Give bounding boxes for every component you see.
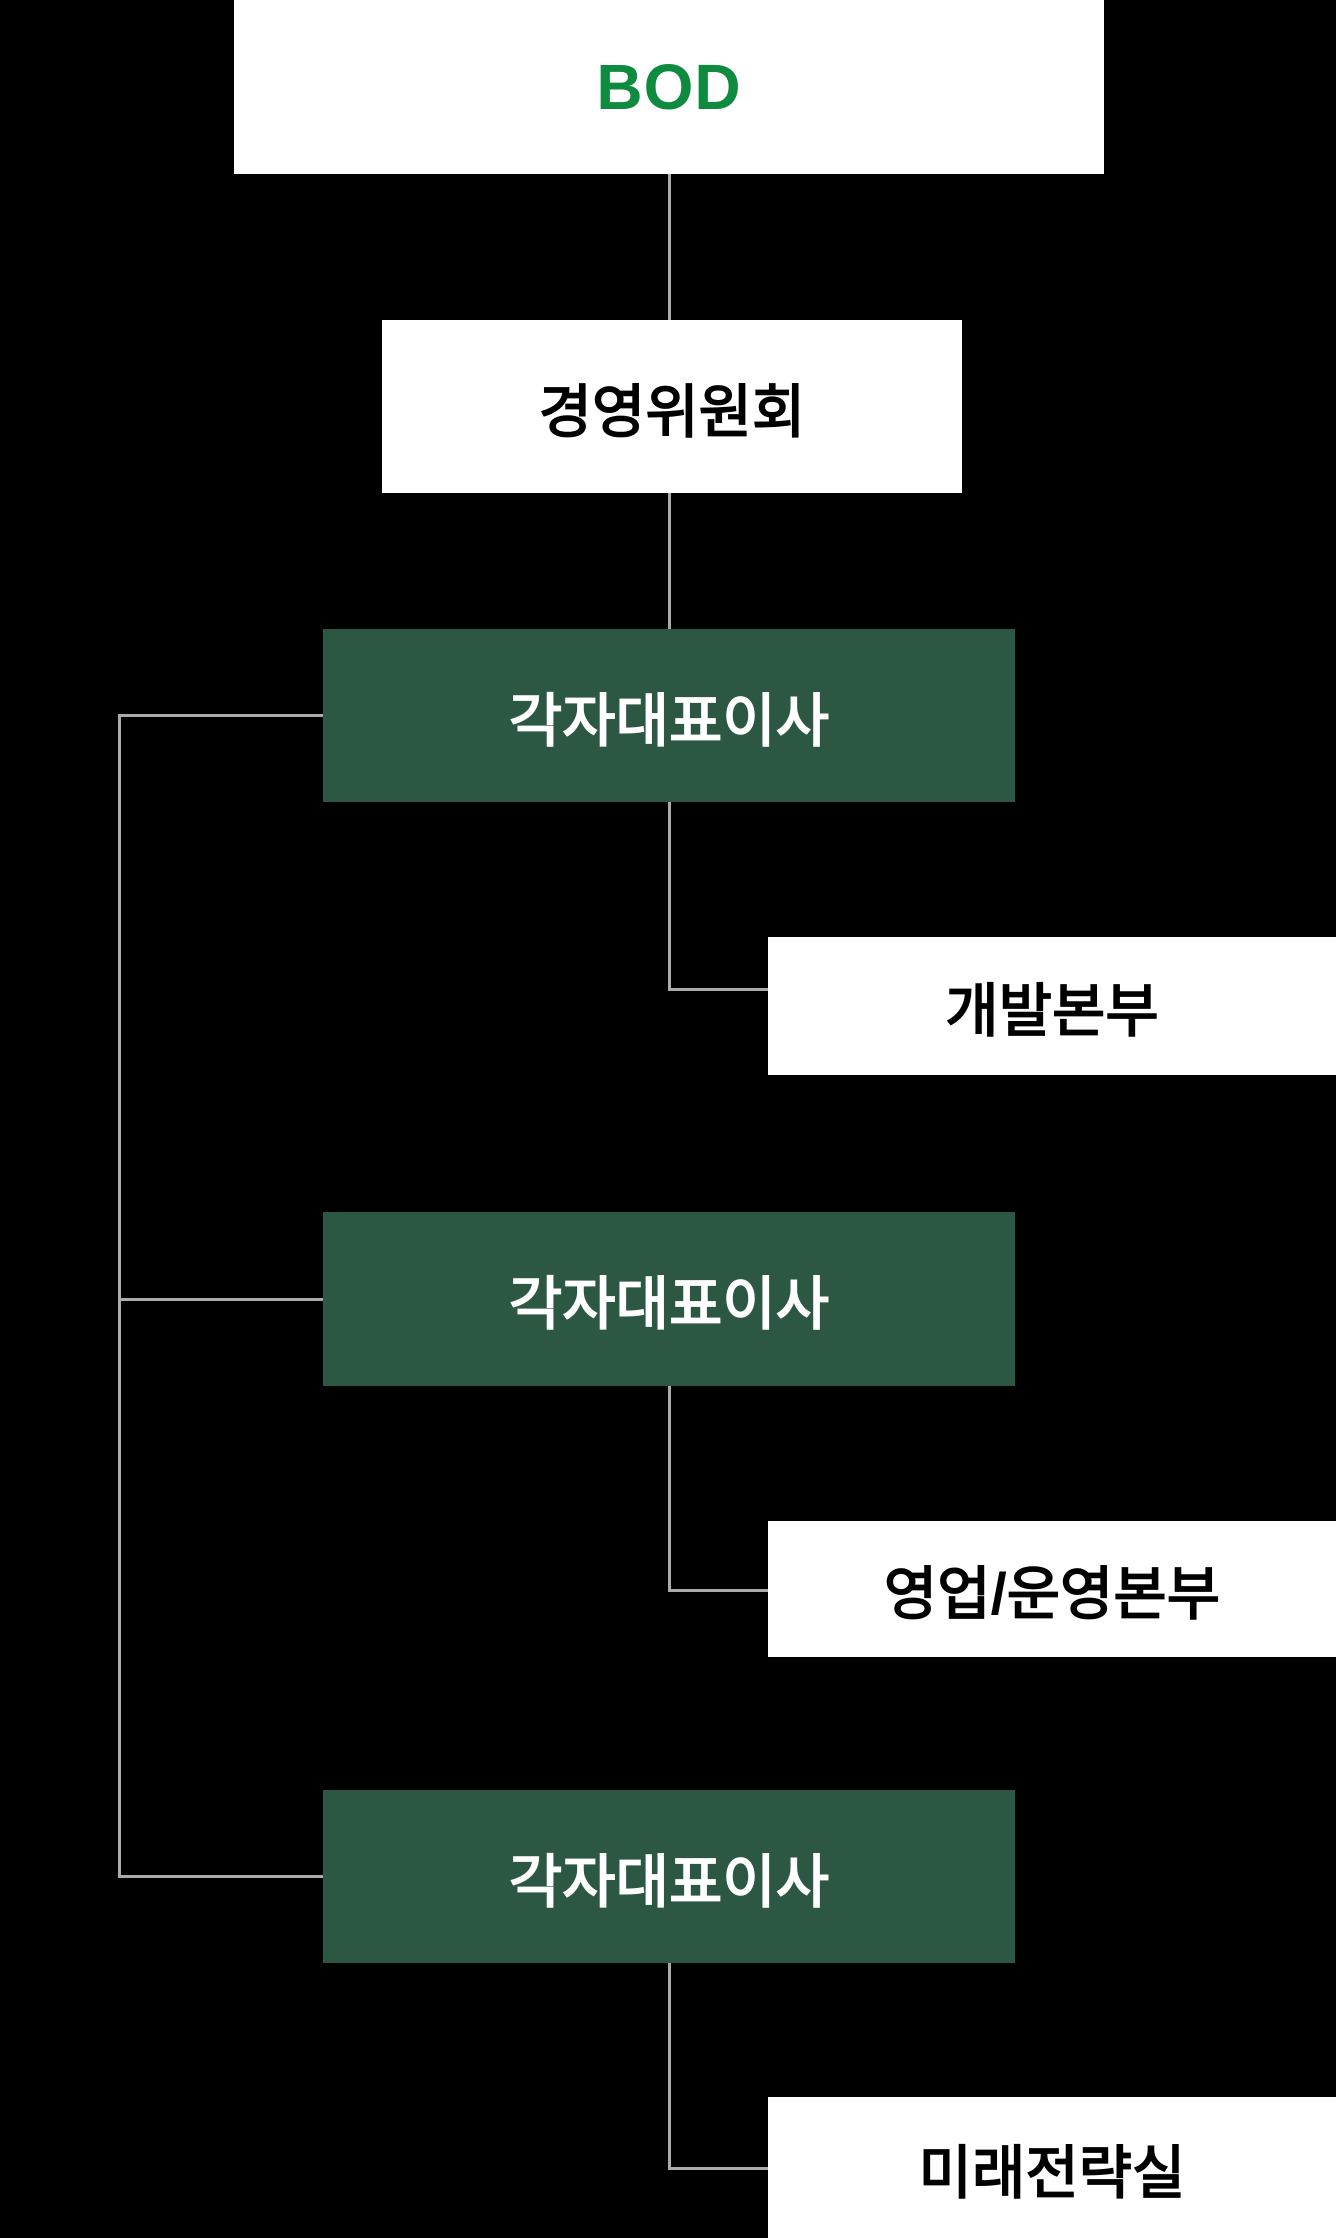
connector-ceo-bracket-vertical bbox=[118, 714, 121, 1878]
connector-bracket-to-ceo1 bbox=[118, 714, 323, 717]
connector-ceo1-to-dev-vertical bbox=[668, 802, 671, 991]
org-node-management-committee: 경영위원회 bbox=[382, 320, 962, 493]
org-node-development-division: 개발본부 bbox=[768, 937, 1336, 1075]
org-node-sales-operations-division: 영업/운영본부 bbox=[768, 1521, 1336, 1657]
connector-ceo1-to-dev-horizontal bbox=[668, 988, 768, 991]
org-node-co-ceo-2: 각자대표이사 bbox=[323, 1212, 1015, 1386]
org-node-co-ceo-1-label: 각자대표이사 bbox=[508, 688, 830, 754]
org-node-co-ceo-3-label: 각자대표이사 bbox=[508, 1849, 830, 1915]
org-node-co-ceo-2-label: 각자대표이사 bbox=[508, 1272, 830, 1337]
connector-ceo3-to-future-vertical bbox=[668, 1963, 671, 2170]
org-node-future-strategy-office-label: 미래전략실 bbox=[918, 2140, 1186, 2206]
connector-ceo2-to-sales-vertical bbox=[668, 1386, 671, 1592]
connector-committee-to-ceo1 bbox=[668, 493, 671, 629]
connector-bod-to-committee bbox=[668, 174, 671, 320]
org-node-co-ceo-3: 각자대표이사 bbox=[323, 1790, 1015, 1963]
org-node-management-committee-label: 경영위원회 bbox=[538, 379, 806, 445]
org-node-future-strategy-office: 미래전략실 bbox=[768, 2097, 1336, 2238]
connector-bracket-to-ceo3 bbox=[118, 1875, 323, 1878]
connector-ceo3-to-future-horizontal bbox=[668, 2167, 768, 2170]
org-node-co-ceo-1: 각자대표이사 bbox=[323, 629, 1015, 802]
org-node-bod: BOD bbox=[234, 0, 1104, 174]
connector-ceo2-to-sales-horizontal bbox=[668, 1589, 768, 1592]
org-node-bod-label: BOD bbox=[596, 51, 742, 123]
org-node-sales-operations-division-label: 영업/운영본부 bbox=[883, 1562, 1221, 1627]
connector-bracket-to-ceo2 bbox=[118, 1298, 323, 1301]
org-node-development-division-label: 개발본부 bbox=[945, 979, 1159, 1044]
